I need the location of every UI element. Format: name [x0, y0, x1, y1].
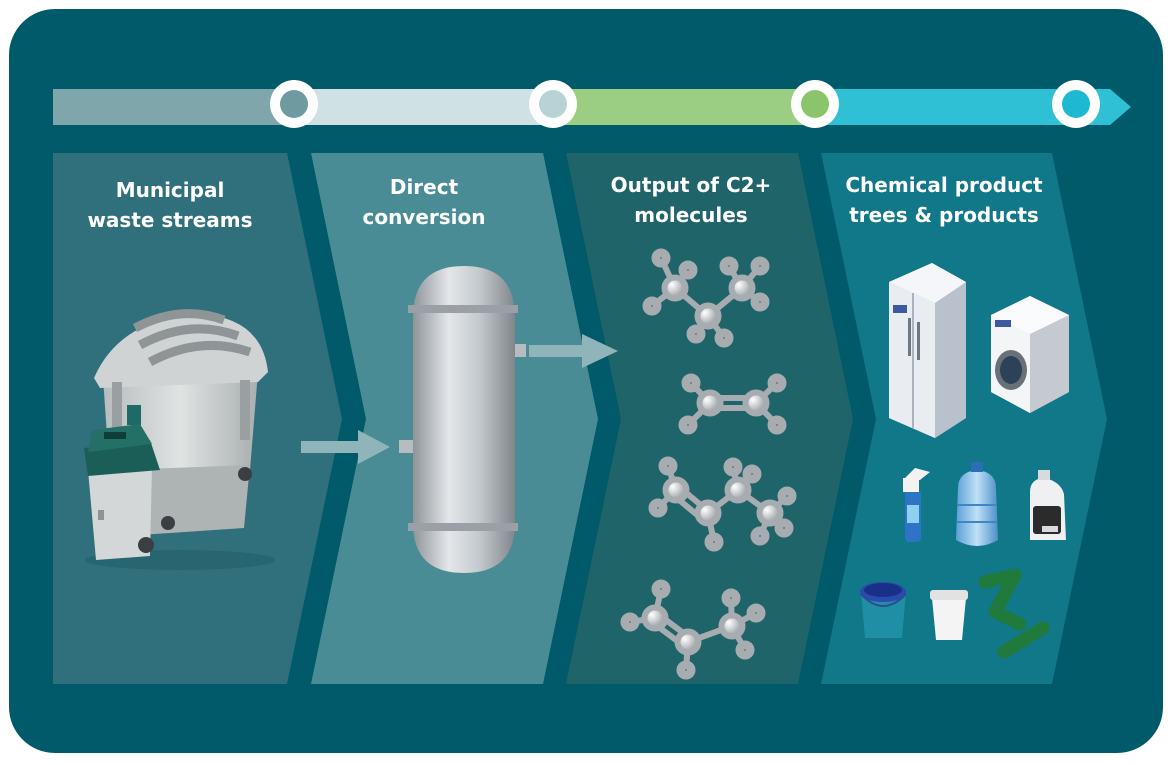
timeline	[53, 80, 1131, 128]
flow-arrow-2-icon	[529, 334, 618, 368]
stage-label-waste-line-2: waste streams	[87, 208, 253, 232]
stage-label-products: Chemical product trees & products	[826, 170, 1062, 230]
stage-label-conversion: Direct conversion	[314, 172, 534, 232]
stage-label-products-line-2: trees & products	[849, 203, 1039, 227]
wheelie-bin-icon	[84, 424, 160, 560]
timeline-segment-1	[53, 89, 295, 125]
stage-label-molecules-line-2: molecules	[634, 203, 748, 227]
timeline-segment-3	[553, 89, 815, 125]
pipe-icon	[978, 568, 1050, 659]
stage-label-conversion-line-2: conversion	[362, 205, 486, 229]
cup-icon	[930, 590, 968, 640]
bucket-icon	[860, 582, 907, 638]
waste-container-icon	[85, 309, 275, 570]
refrigerator-icon	[889, 263, 966, 438]
timeline-node-4	[1052, 80, 1100, 128]
butadiene-molecule-icon	[652, 460, 794, 549]
reactor-vessel-icon	[399, 266, 526, 573]
timeline-node-2	[529, 80, 577, 128]
timeline-node-1	[270, 80, 318, 128]
stage-label-conversion-line-1: Direct	[389, 175, 459, 199]
detergent-bottle-icon	[1030, 470, 1066, 540]
washing-machine-icon	[991, 296, 1069, 413]
stage-label-waste: Municipal waste streams	[60, 175, 280, 235]
water-jug-icon	[956, 462, 998, 546]
stage-label-molecules: Output of C2+ molecules	[576, 170, 806, 230]
timeline-segment-4	[815, 89, 1131, 125]
flow-arrow-1-icon	[301, 430, 390, 464]
stage-label-molecules-line-1: Output of C2+	[610, 173, 772, 197]
timeline-node-3	[791, 80, 839, 128]
propylene-molecule-icon	[624, 583, 763, 677]
stage-label-waste-line-1: Municipal	[115, 178, 225, 202]
timeline-segment-2	[295, 89, 553, 125]
stage-label-products-line-1: Chemical product	[845, 173, 1043, 197]
ethylene-molecule-icon	[682, 377, 784, 432]
propane-molecule-icon	[646, 252, 767, 345]
stage-panel-molecules	[566, 153, 853, 684]
spray-bottle-icon	[903, 468, 930, 542]
